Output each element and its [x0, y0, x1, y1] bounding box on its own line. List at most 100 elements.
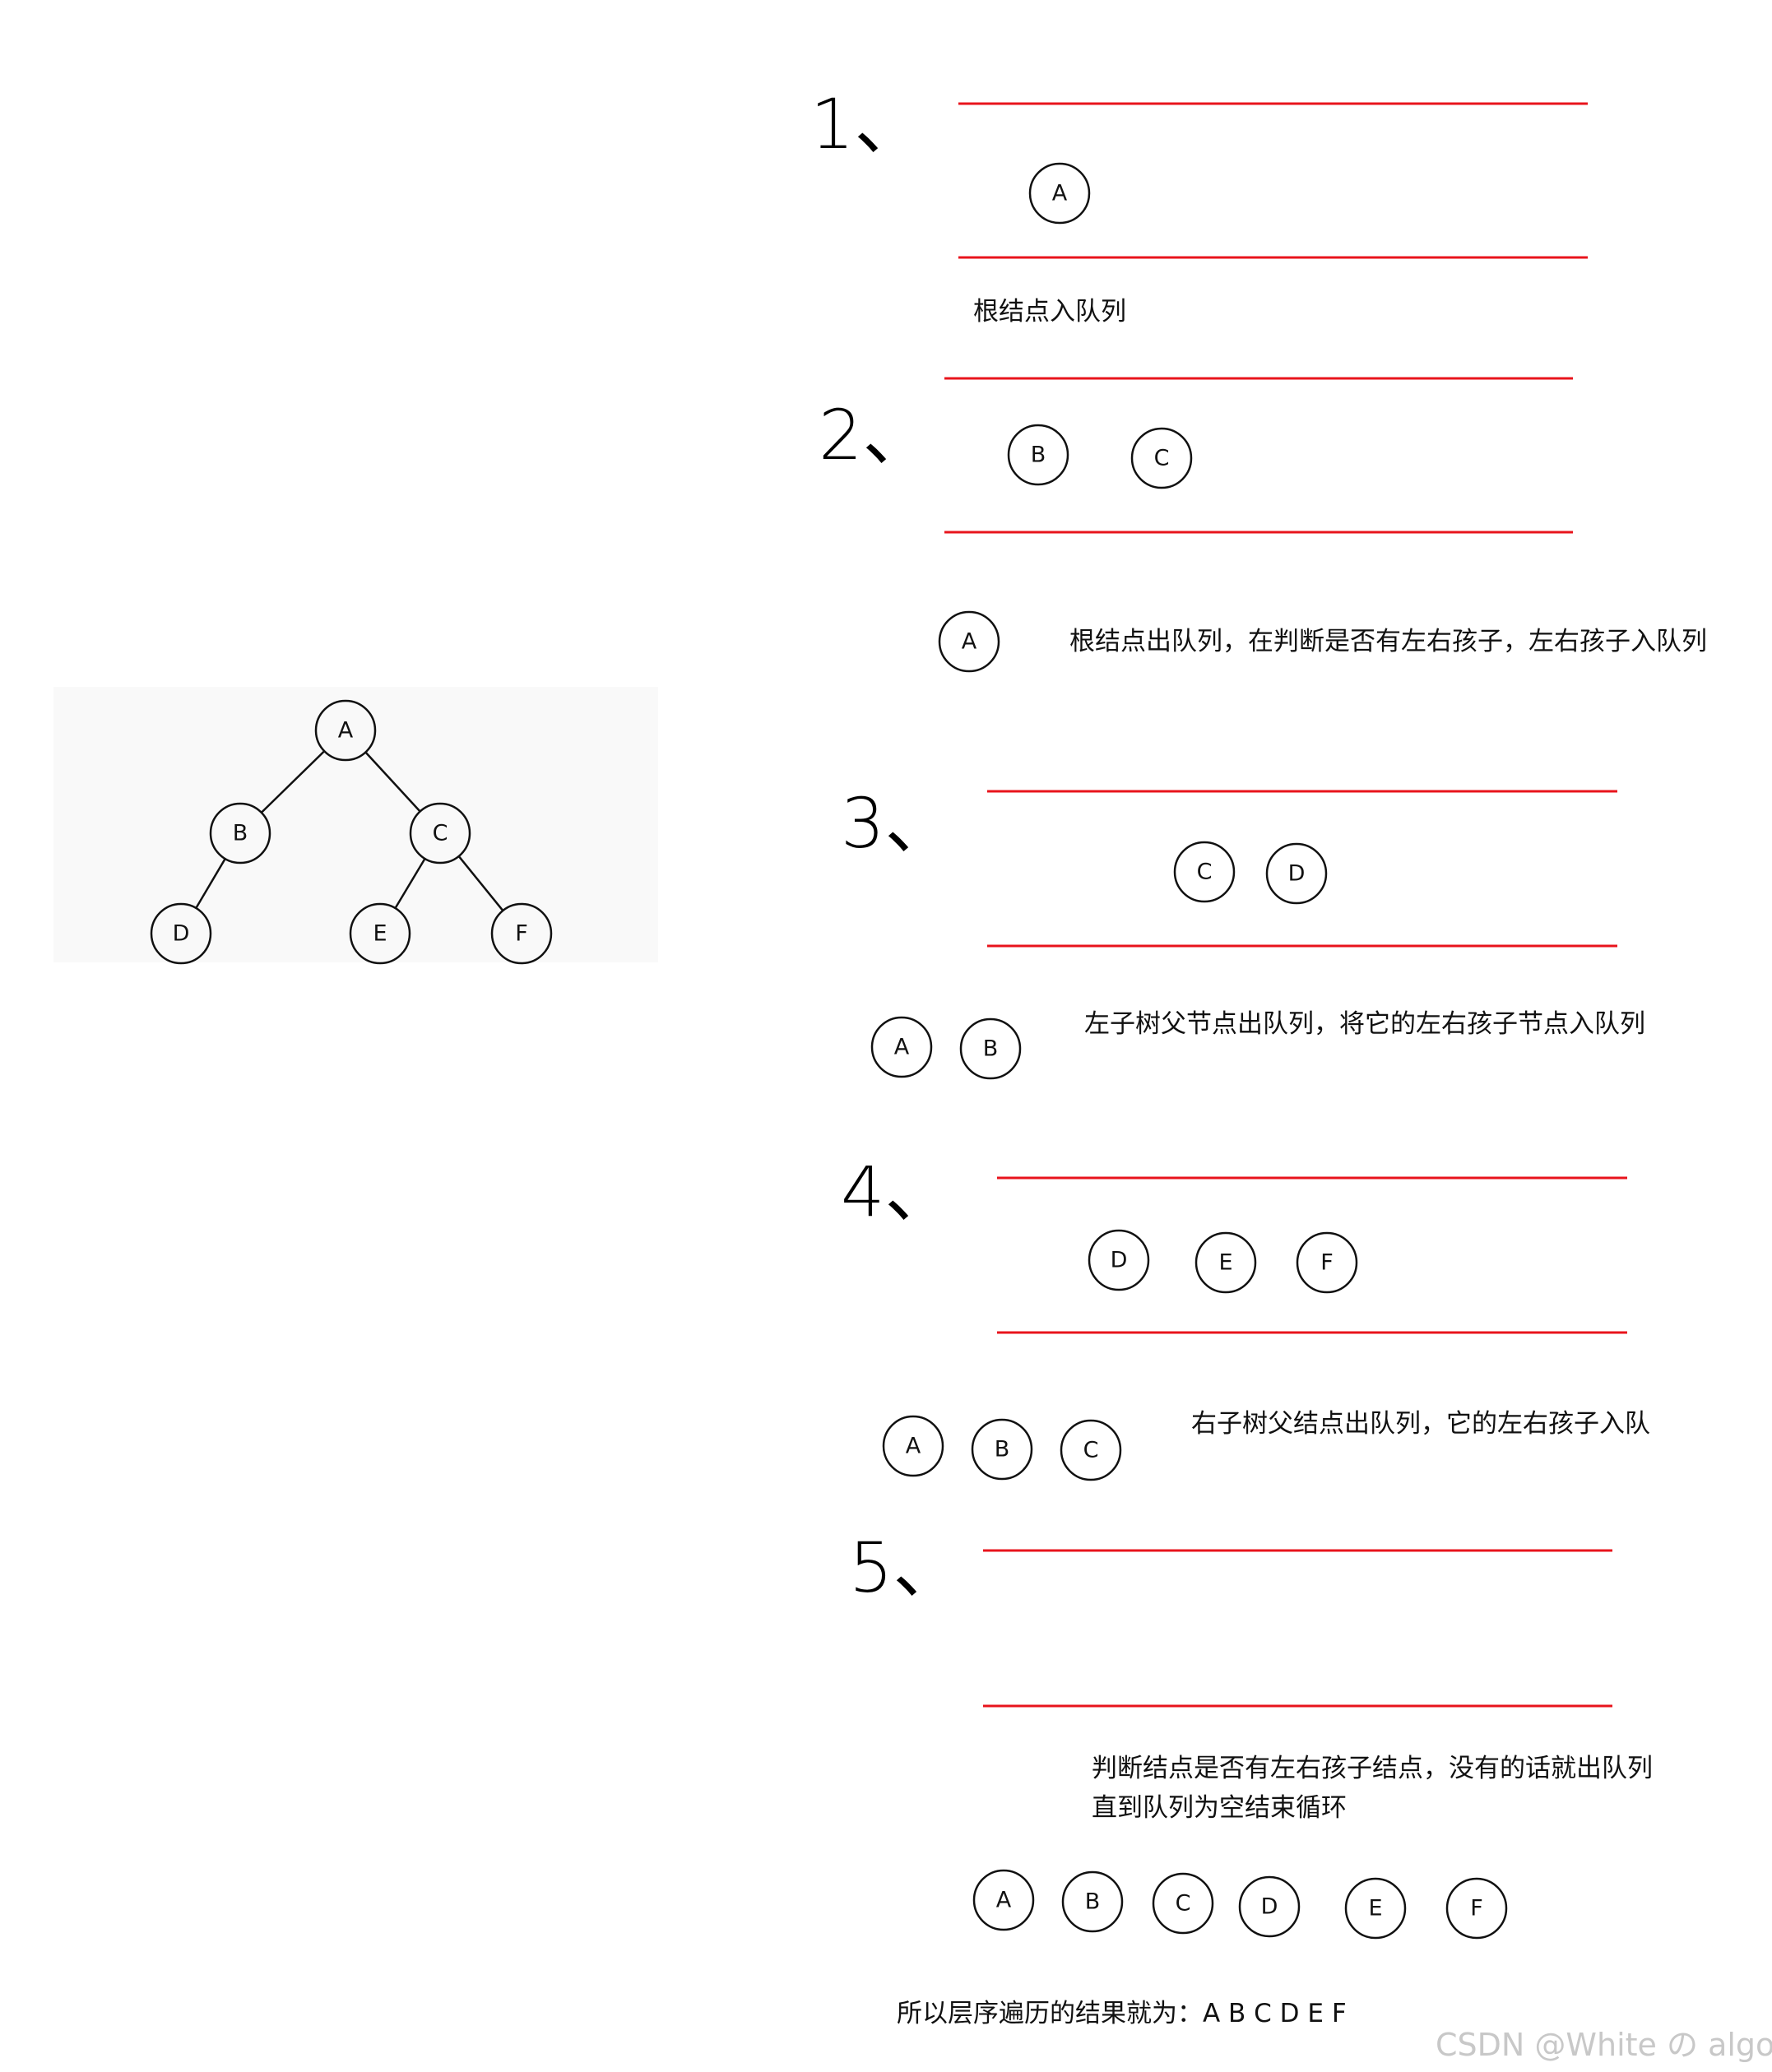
- node-circle: [314, 699, 377, 762]
- result-text: 所以层序遍历的结果就为：A B C D E F: [897, 1999, 1347, 2028]
- node-circle: [1061, 1870, 1124, 1933]
- step-4: 4、 D E F A B C 右子树父结点出队列，它的左右孩子入队: [841, 1152, 1650, 1481]
- node-label: A: [1052, 181, 1068, 206]
- node-label: C: [1083, 1438, 1099, 1463]
- node-label: A: [962, 629, 977, 655]
- dequeued-node-B: B: [959, 1017, 1022, 1080]
- node-circle: [1060, 1419, 1122, 1481]
- step-3: 3、 C D A B 左子树父节点出队列，将它的左右孩子节点入队列: [841, 783, 1645, 1080]
- dequeued-node-B: B: [971, 1418, 1033, 1481]
- queue-node-D: D: [1265, 842, 1328, 905]
- step-caption: 判断结点是否有左右孩子结点，没有的话就出队列: [1092, 1754, 1653, 1783]
- dequeued-node-A: A: [870, 1016, 933, 1078]
- node-circle: [409, 802, 471, 864]
- node-label: C: [433, 821, 448, 846]
- node-label: B: [983, 1036, 999, 1062]
- tree-edge-AB: [260, 750, 326, 814]
- tree-edge-CE: [394, 858, 426, 909]
- node-circle: [1265, 842, 1328, 905]
- node-label: A: [338, 718, 354, 744]
- tree-edge-BD: [195, 858, 226, 909]
- dequeued-node-B: B: [1061, 1870, 1124, 1933]
- node-circle: [1130, 427, 1193, 489]
- step-number: 5、: [849, 1527, 962, 1608]
- steps: 1、 A 根结点入队列 2、 B C A 根结点出队列，在判断是否有左右孩子，左右孩子入队列 3…: [810, 84, 1707, 1940]
- node-circle: [938, 610, 1000, 673]
- step-caption: 直到队列为空结束循环: [1092, 1793, 1347, 1823]
- node-label: F: [515, 921, 528, 947]
- node-circle: [1088, 1229, 1150, 1291]
- node-circle: [1344, 1877, 1407, 1940]
- queue-node-C: C: [1130, 427, 1193, 489]
- tree-node-A: A: [314, 699, 377, 762]
- watermark: CSDN @White の algo: [1436, 2027, 1772, 2063]
- dequeued-node-D: D: [1238, 1875, 1301, 1938]
- node-circle: [349, 902, 411, 965]
- step-number: 4、: [841, 1152, 953, 1232]
- step-caption: 右子树父结点出队列，它的左右孩子入队: [1191, 1409, 1650, 1439]
- node-label: D: [1111, 1248, 1128, 1273]
- dequeued-node-E: E: [1344, 1877, 1407, 1940]
- tree-node-E: E: [349, 902, 411, 965]
- node-circle: [971, 1418, 1033, 1481]
- tree-node-B: B: [209, 802, 271, 864]
- node-circle: [209, 802, 271, 864]
- node-circle: [870, 1016, 933, 1078]
- node-circle: [1028, 162, 1091, 225]
- step-number: 2、: [819, 395, 931, 475]
- node-label: F: [1470, 1896, 1483, 1921]
- dequeued-node-A: A: [972, 1869, 1035, 1931]
- queue-node-F: F: [1296, 1231, 1358, 1294]
- node-label: D: [1261, 1894, 1278, 1920]
- step-1: 1、 A 根结点入队列: [810, 84, 1588, 327]
- dequeued-node-A: A: [938, 610, 1000, 673]
- step-caption: 根结点入队列: [973, 297, 1126, 327]
- node-label: A: [996, 1888, 1012, 1913]
- node-label: B: [995, 1437, 1010, 1462]
- node-circle: [972, 1869, 1035, 1931]
- queue-node-A: A: [1028, 162, 1091, 225]
- node-circle: [882, 1415, 944, 1477]
- step-number: 1、: [810, 84, 923, 165]
- node-circle: [1238, 1875, 1301, 1938]
- node-label: C: [1197, 860, 1213, 885]
- queue-node-C: C: [1173, 841, 1236, 903]
- node-label: E: [1368, 1896, 1382, 1921]
- node-label: D: [173, 921, 190, 947]
- dequeued-node-F: F: [1445, 1877, 1508, 1940]
- node-circle: [490, 902, 553, 965]
- node-circle: [1296, 1231, 1358, 1294]
- queue-node-D: D: [1088, 1229, 1150, 1291]
- node-label: D: [1288, 861, 1306, 887]
- node-circle: [1152, 1872, 1214, 1935]
- tree-edge-AC: [364, 751, 421, 813]
- node-circle: [150, 902, 212, 965]
- node-label: B: [1031, 443, 1046, 468]
- node-label: E: [373, 921, 387, 947]
- step-caption: 左子树父节点出队列，将它的左右孩子节点入队列: [1084, 1009, 1645, 1039]
- queue-node-E: E: [1194, 1231, 1257, 1294]
- node-label: B: [233, 821, 248, 846]
- node-circle: [1173, 841, 1236, 903]
- node-label: C: [1176, 1891, 1191, 1917]
- step-2: 2、 B C A 根结点出队列，在判断是否有左右孩子，左右孩子入队列: [819, 377, 1707, 673]
- node-label: B: [1085, 1889, 1101, 1915]
- node-label: E: [1218, 1250, 1232, 1276]
- node-circle: [959, 1017, 1022, 1080]
- node-label: C: [1154, 446, 1170, 471]
- step-caption: 根结点出队列，在判断是否有左右孩子，左右孩子入队列: [1069, 627, 1707, 656]
- tree-node-C: C: [409, 802, 471, 864]
- binary-tree: A B C D E F: [150, 699, 553, 965]
- node-label: A: [906, 1434, 921, 1459]
- tree-node-D: D: [150, 902, 212, 965]
- tree-node-F: F: [490, 902, 553, 965]
- queue-node-B: B: [1007, 424, 1069, 486]
- dequeued-node-C: C: [1060, 1419, 1122, 1481]
- dequeued-node-A: A: [882, 1415, 944, 1477]
- tree-edge-CF: [457, 855, 504, 911]
- dequeued-node-C: C: [1152, 1872, 1214, 1935]
- node-label: F: [1320, 1250, 1334, 1276]
- step-number: 3、: [841, 783, 953, 864]
- node-circle: [1445, 1877, 1508, 1940]
